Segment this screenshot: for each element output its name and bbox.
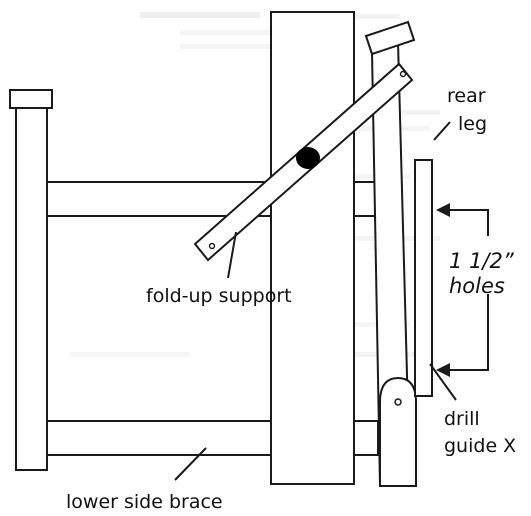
pivot-bolt [296, 147, 320, 169]
hole-spacing-label-line2: holes [449, 274, 505, 298]
lower-side-brace [46, 420, 272, 456]
hole-spacing-label-line1: 1 1/2” [449, 249, 515, 273]
hole-spacing-arrows [436, 203, 489, 377]
drill-guide-label-line1: drill [444, 408, 480, 430]
drill-guide-x [414, 159, 433, 397]
front-leg [9, 89, 53, 471]
rear-leg [364, 20, 416, 487]
drill-guide-label-line2: guide X [444, 435, 516, 457]
pivot-block [379, 376, 417, 487]
rear-leg-label-line1: rear [447, 85, 486, 107]
pivot-hole [394, 398, 402, 406]
callout-lines [174, 121, 457, 481]
fold-up-support-label: fold-up support [146, 285, 292, 307]
lower-side-brace-label: lower side brace [66, 491, 223, 513]
center-board [270, 11, 355, 485]
rear-leg-label-line2: leg [458, 113, 487, 135]
